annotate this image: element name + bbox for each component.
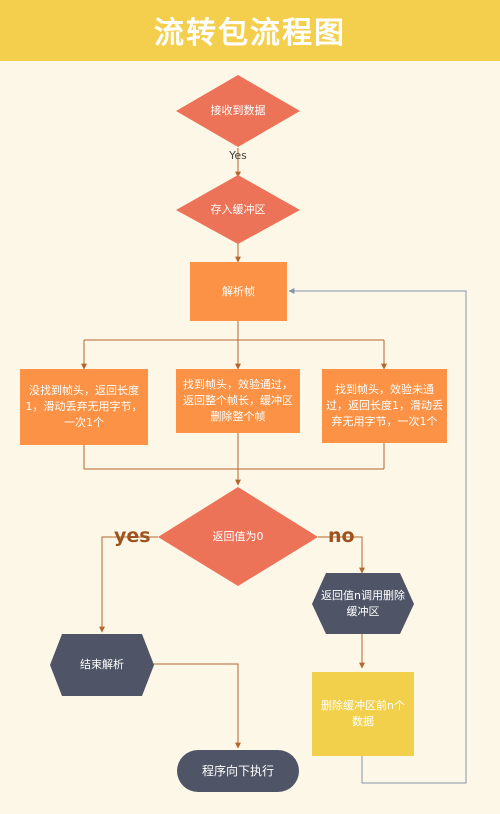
edge-end-to-next (153, 663, 241, 749)
yes-branch-label: yes (114, 525, 151, 547)
edge-decision-no (318, 536, 365, 574)
delete-call-label: 返回值n调用删除缓冲区 (321, 588, 405, 618)
case-no-header-box (20, 369, 148, 445)
end-parse-label: 结束解析 (80, 658, 124, 671)
parse-frame-box (190, 262, 287, 321)
edge-decision-yes (99, 536, 158, 633)
next-step-label: 程序向下执行 (201, 764, 274, 778)
receive-data-diamond (176, 75, 300, 147)
decision-label: 返回值为0 (212, 530, 264, 543)
delete-call-hexagon (312, 573, 414, 634)
delete-n-label: 删除缓冲区前n个数据 (321, 699, 405, 728)
parse-frame-label: 解析帧 (222, 284, 255, 298)
case-valid-frame-label: 找到帧头，效验通过，返回整个帧长，缓冲区删除整个帧 (183, 378, 293, 423)
page-title: 流转包流程图 (154, 16, 346, 51)
yes-small-label: Yes (229, 149, 247, 162)
edge-loop-back-to-parse (288, 288, 467, 784)
receive-data-label: 接收到数据 (210, 104, 266, 117)
case-valid-frame-box (176, 369, 300, 433)
no-branch-label: no (328, 525, 355, 547)
case-invalid-check-box (322, 369, 447, 443)
delete-n-box (312, 672, 414, 756)
next-step-pill (177, 750, 299, 792)
end-parse-hexagon (50, 634, 154, 696)
case-no-header-label: 没找到帧头，返回长度1，滑动丢弃无用字节，一次1个 (25, 384, 143, 429)
connectors (81, 148, 387, 749)
return-zero-decision (158, 487, 318, 586)
store-buffer-label: 存入缓冲区 (210, 203, 266, 216)
case-invalid-check-label: 找到帧头，效验未通过，返回长度1，滑动丢弃无用字节，一次1个 (326, 383, 443, 428)
title-bar (0, 0, 500, 61)
store-buffer-diamond (176, 175, 300, 244)
